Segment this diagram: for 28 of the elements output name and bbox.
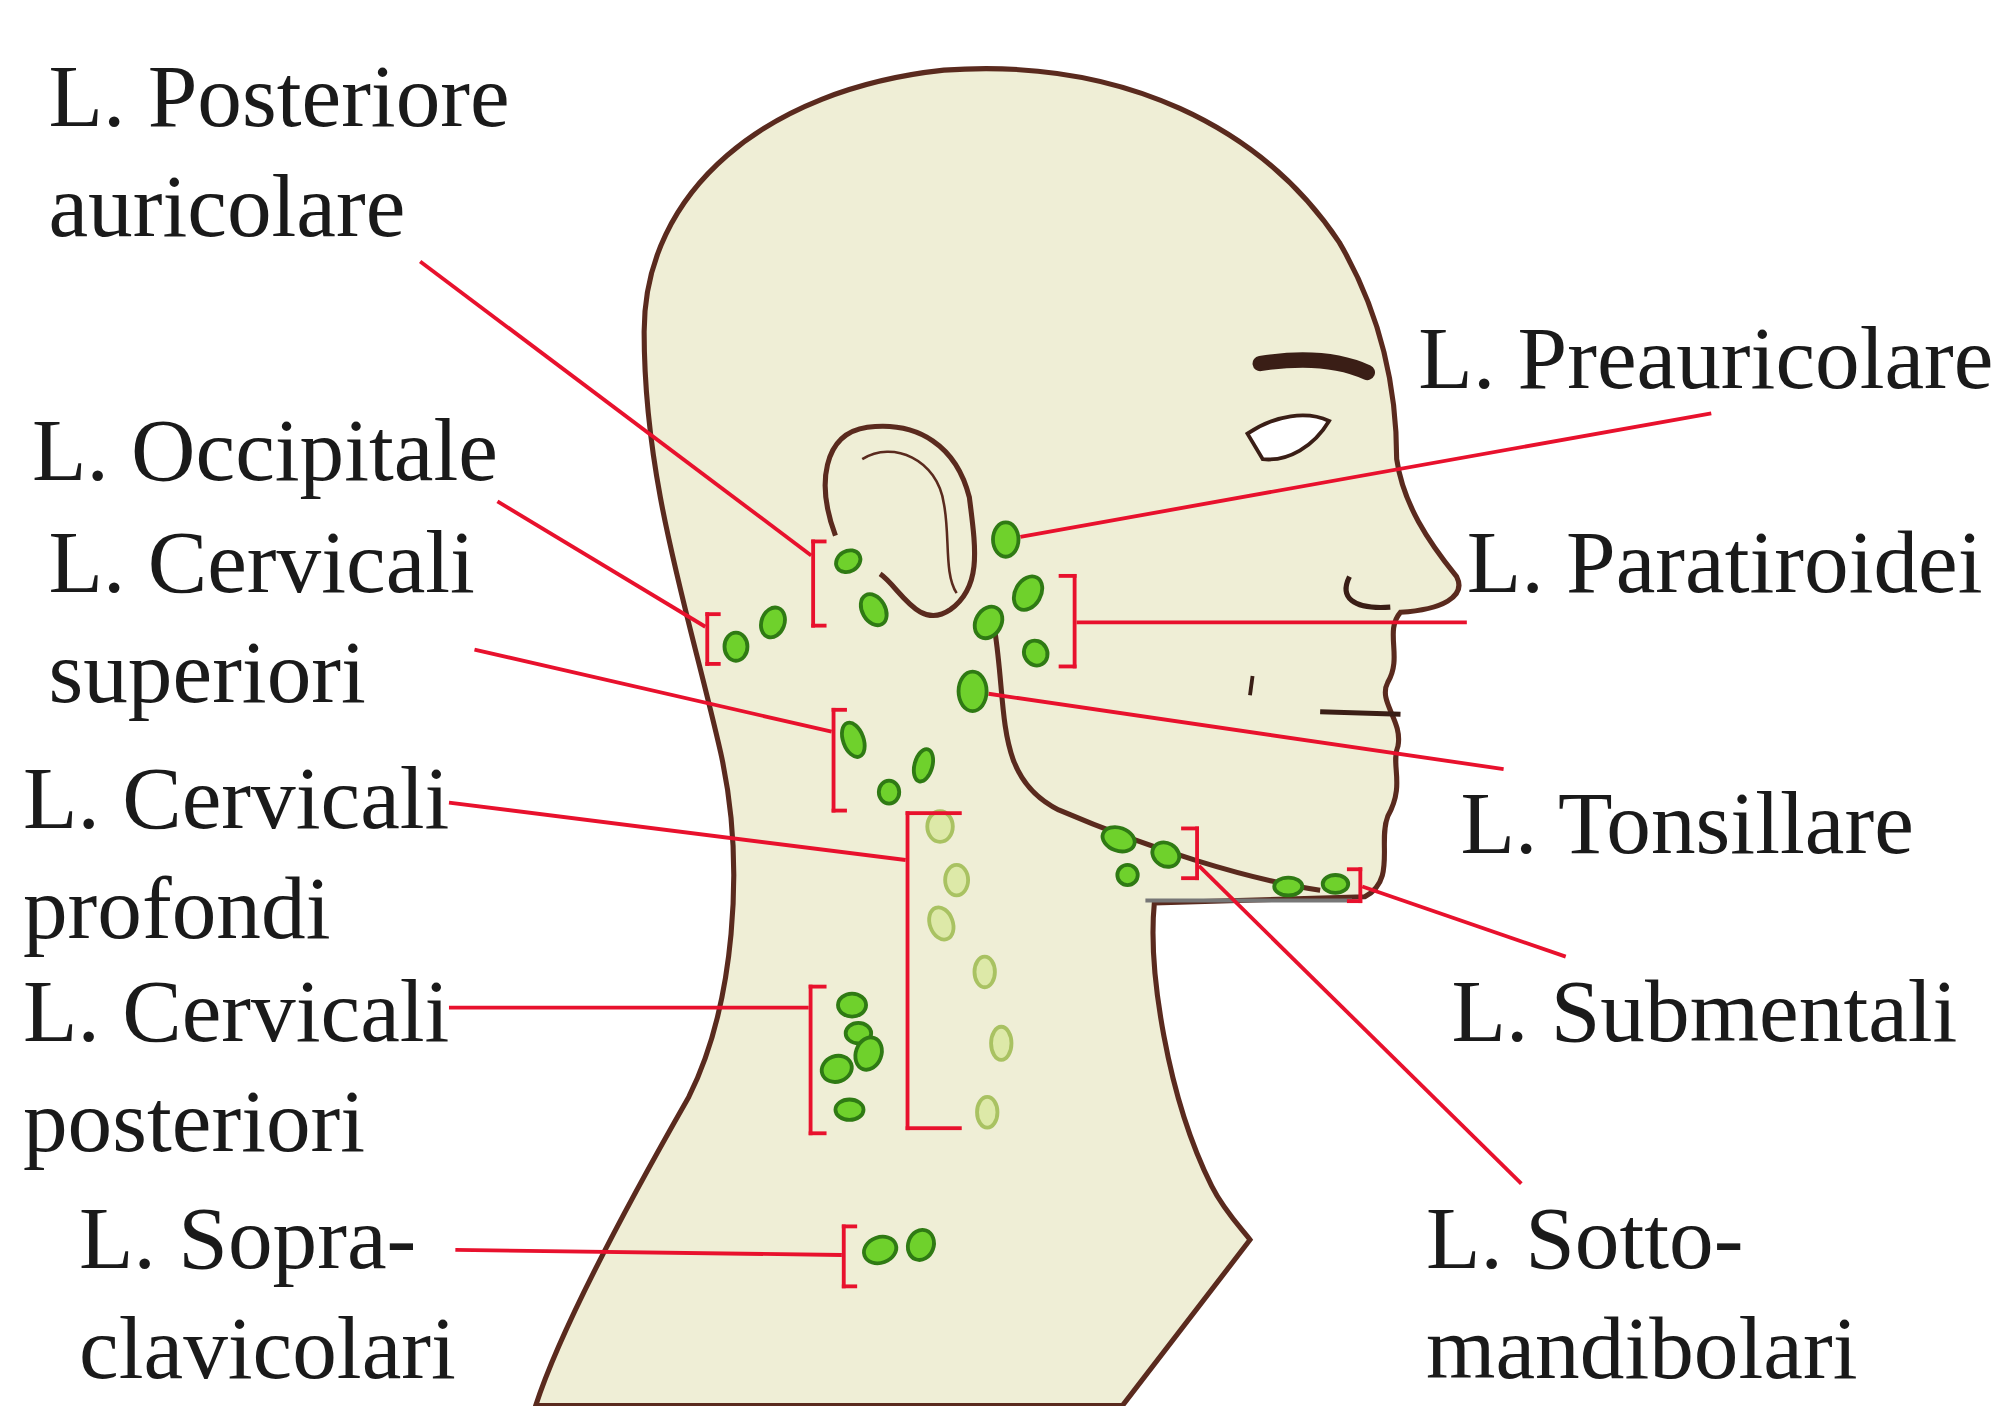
node-label: L. Posteriore auricolare [48, 42, 510, 262]
bracket [905, 811, 962, 1131]
leader-line [455, 1247, 842, 1257]
leader-line [419, 259, 813, 557]
node-label: L. Submentali [1451, 956, 1958, 1067]
leader-line [448, 800, 906, 862]
bracket [841, 1224, 858, 1289]
bracket [808, 984, 827, 1136]
leader-line [1361, 884, 1567, 959]
node-label: L. Occipitale [31, 395, 498, 506]
bracket [1058, 574, 1077, 669]
node-label: L. Sopra- clavicolari [79, 1183, 456, 1404]
bracket [811, 539, 827, 628]
node-label: L. Cervicali superiori [48, 507, 475, 728]
bracket [831, 707, 847, 813]
leader-line [1020, 411, 1712, 539]
node-label: L. Tonsillare [1460, 769, 1914, 879]
bracket [1346, 867, 1363, 904]
leader-line [1197, 864, 1523, 1186]
node-label: L. Sotto- mandibolari [1426, 1183, 1858, 1404]
leader-line [1076, 620, 1467, 625]
leader-line [496, 499, 707, 629]
bracket [1181, 826, 1199, 881]
node-label: L. Paratiroidei [1466, 507, 1983, 618]
leader-line [988, 691, 1504, 772]
node-label: L. Preauricolare [1418, 303, 1994, 414]
bracket [705, 612, 721, 666]
leader-line [449, 1005, 809, 1010]
